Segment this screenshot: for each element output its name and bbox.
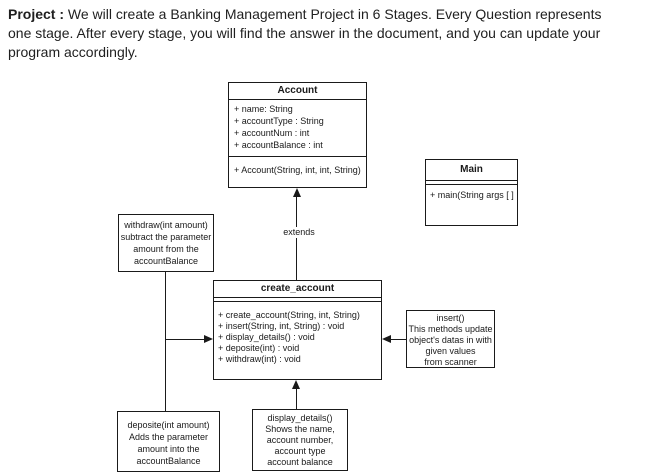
create-account-method: + create_account(String, int, String) — [218, 310, 360, 320]
deposite-note-box: deposite(int amount) Adds the parameter … — [117, 411, 220, 472]
note-line: given values — [425, 346, 476, 356]
project-description: Project : We will create a Banking Manag… — [8, 5, 663, 62]
withdraw-note-box: withdraw(int amount) subtract the parame… — [118, 214, 214, 272]
note-line: display_details() — [267, 413, 333, 423]
arrowhead-up-icon — [292, 380, 300, 389]
insert-note-box: insert() This methods update object's da… — [406, 310, 495, 368]
note-line: amount into the — [137, 444, 200, 454]
account-attributes: + name: String + accountType : String + … — [229, 100, 366, 157]
account-attribute: + accountType : String — [234, 116, 324, 126]
main-method: + main(String args [ ] — [430, 190, 514, 200]
create-account-methods: + create_account(String, int, String) + … — [214, 302, 381, 379]
main-methods: + main(String args [ ] — [426, 185, 517, 225]
account-class-title: Account — [229, 83, 366, 100]
note-line: object's datas in with — [409, 335, 492, 345]
note-line: insert() — [436, 313, 465, 323]
create-account-class-title: create_account — [214, 281, 381, 298]
note-line: amount from the — [133, 244, 199, 254]
arrowhead-up-icon — [293, 188, 301, 197]
display-details-note-box: display_details() Shows the name, accoun… — [252, 409, 348, 471]
account-attribute: + name: String — [234, 104, 293, 114]
extends-connector-line — [296, 197, 297, 280]
create-account-method: + withdraw(int) : void — [218, 354, 301, 364]
extends-label: extends — [278, 227, 320, 238]
display-details-connector-line — [296, 389, 297, 409]
main-class-title: Main — [426, 160, 517, 181]
note-line: account number, — [266, 435, 334, 445]
note-line: accountBalance — [136, 456, 201, 466]
withdraw-deposite-connector-line — [165, 272, 166, 411]
account-method: + Account(String, int, int, String) — [234, 165, 361, 175]
note-line: account type — [274, 446, 326, 456]
arrowhead-left-icon — [382, 335, 391, 343]
main-empty-compartment — [426, 181, 517, 185]
account-class-box: Account + name: String + accountType : S… — [228, 82, 367, 188]
account-methods: + Account(String, int, int, String) — [229, 157, 366, 187]
note-line: withdraw(int amount) — [124, 220, 208, 230]
project-description-line1: Project : We will create a Banking Manag… — [8, 6, 602, 22]
account-attribute: + accountBalance : int — [234, 140, 323, 150]
create-account-empty-compartment — [214, 298, 381, 302]
left-connector-line — [165, 339, 204, 340]
project-description-line3: program accordingly. — [8, 44, 138, 60]
create-account-class-box: create_account + create_account(String, … — [213, 280, 382, 380]
account-attribute: + accountNum : int — [234, 128, 310, 138]
main-class-box: Main + main(String args [ ] — [425, 159, 518, 226]
note-line: accountBalance — [133, 256, 199, 266]
create-account-method: + display_details() : void — [218, 332, 315, 342]
note-line: Adds the parameter — [128, 432, 209, 442]
arrowhead-right-icon — [204, 335, 213, 343]
note-line: Shows the name, — [265, 424, 335, 434]
project-label: Project : — [8, 6, 65, 22]
note-line: subtract the parameter — [120, 232, 212, 242]
note-line: This methods update — [408, 324, 493, 334]
note-line: deposite(int amount) — [127, 420, 210, 430]
create-account-method: + deposite(int) : void — [218, 343, 300, 353]
insert-connector-line — [391, 339, 406, 340]
project-description-line2: one stage. After every stage, you will f… — [8, 25, 601, 41]
note-line: from scanner — [424, 357, 477, 367]
note-line: account balance — [267, 457, 333, 467]
create-account-method: + insert(String, int, String) : void — [218, 321, 345, 331]
